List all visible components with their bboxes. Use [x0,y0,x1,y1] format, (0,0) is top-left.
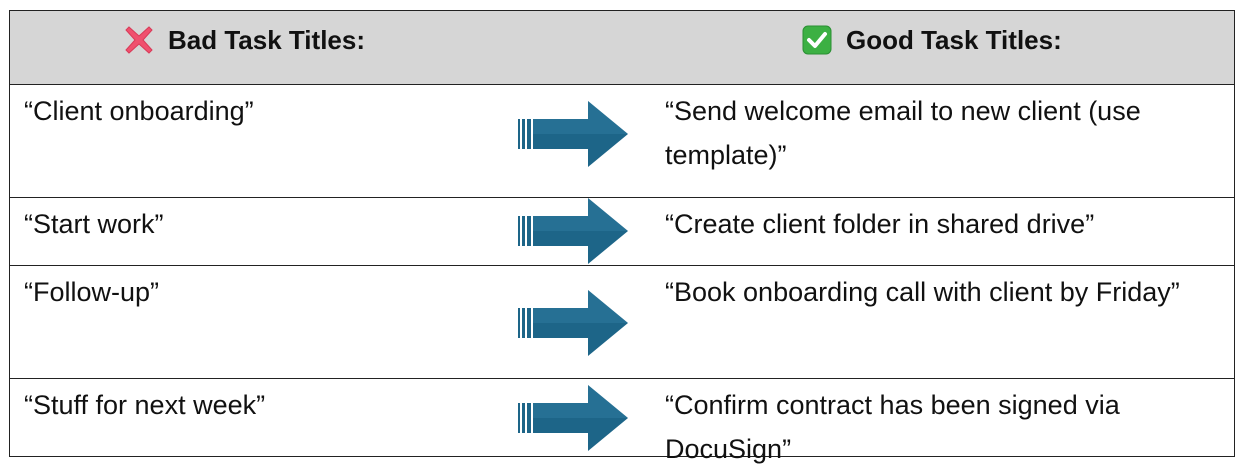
table-row: “Start work” “Create client folder in sh… [10,198,1234,266]
task-titles-table: Bad Task Titles: Good Task Titles: “Clie… [9,10,1235,464]
bad-title-cell: “Start work” [24,209,164,239]
good-titles-label: Good Task Titles: [846,24,1062,55]
good-title-cell: “Create client folder in shared drive” [665,209,1095,239]
right-arrow-icon [518,198,628,264]
table-row: “Client onboarding” “Send welcome email … [10,85,1234,198]
bad-title-cell: “Client onboarding” [24,96,254,126]
good-title-cell: “Book onboarding call with client by Fri… [665,277,1180,307]
good-title-cell: “Send welcome email to new client (use t… [665,96,1141,170]
table-header: Bad Task Titles: Good Task Titles: [10,11,1234,85]
table-row: “Follow-up” “Book onboarding call with c… [10,266,1234,379]
bad-titles-label: Bad Task Titles: [168,24,365,55]
check-mark-button-icon [800,23,834,57]
good-title-cell: “Confirm contract has been signed via Do… [665,390,1120,464]
bad-title-cell: “Follow-up” [24,277,160,307]
right-arrow-icon [518,290,628,356]
right-arrow-icon [518,385,628,451]
good-titles-header: Good Task Titles: [800,23,1062,57]
bad-title-cell: “Stuff for next week” [24,390,266,420]
table-row: “Stuff for next week” “Confirm contract … [10,379,1234,464]
right-arrow-icon [518,101,628,167]
cross-mark-icon [122,23,156,57]
bad-titles-header: Bad Task Titles: [122,23,365,57]
